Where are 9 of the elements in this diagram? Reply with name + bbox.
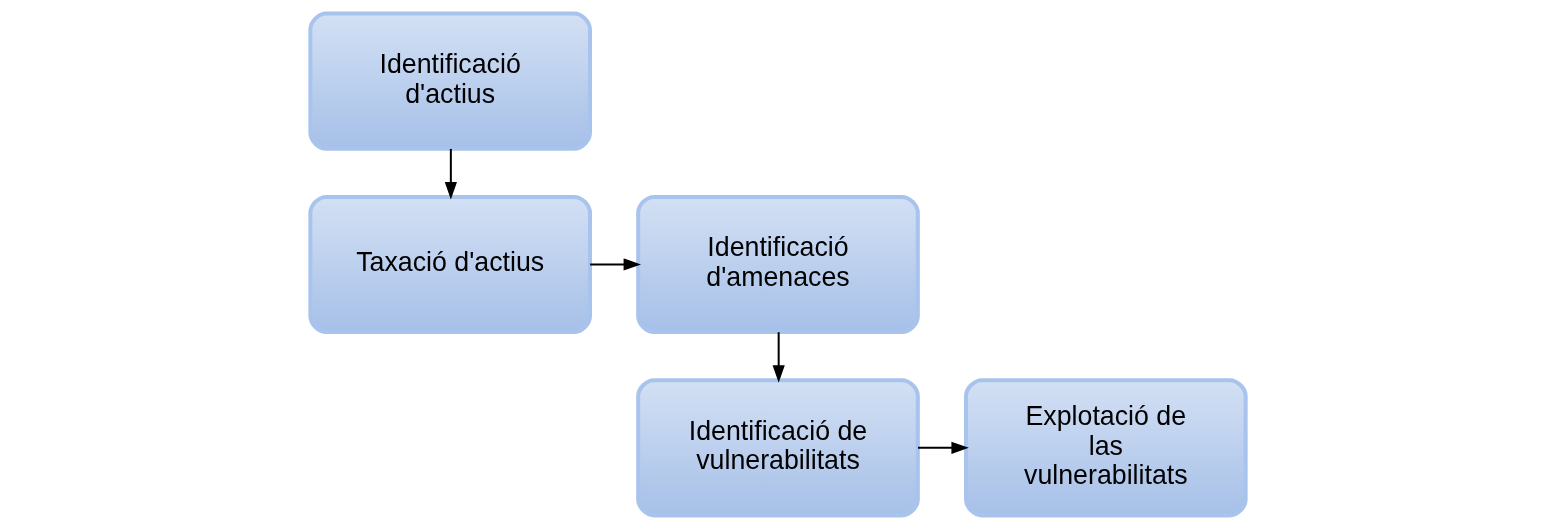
node-box: Identificació d'actius (307, 11, 592, 151)
node-box: Identificació de vulnerabilitats (635, 378, 920, 518)
node-box: Taxació d'actius (307, 194, 592, 335)
node-box: Explotació de las vulnerabilitats (963, 378, 1248, 518)
arrow (444, 148, 457, 200)
arrow (589, 258, 641, 271)
arrow (917, 441, 969, 454)
arrow (772, 332, 785, 383)
node-box: Identificació d'amenaces (635, 194, 920, 335)
